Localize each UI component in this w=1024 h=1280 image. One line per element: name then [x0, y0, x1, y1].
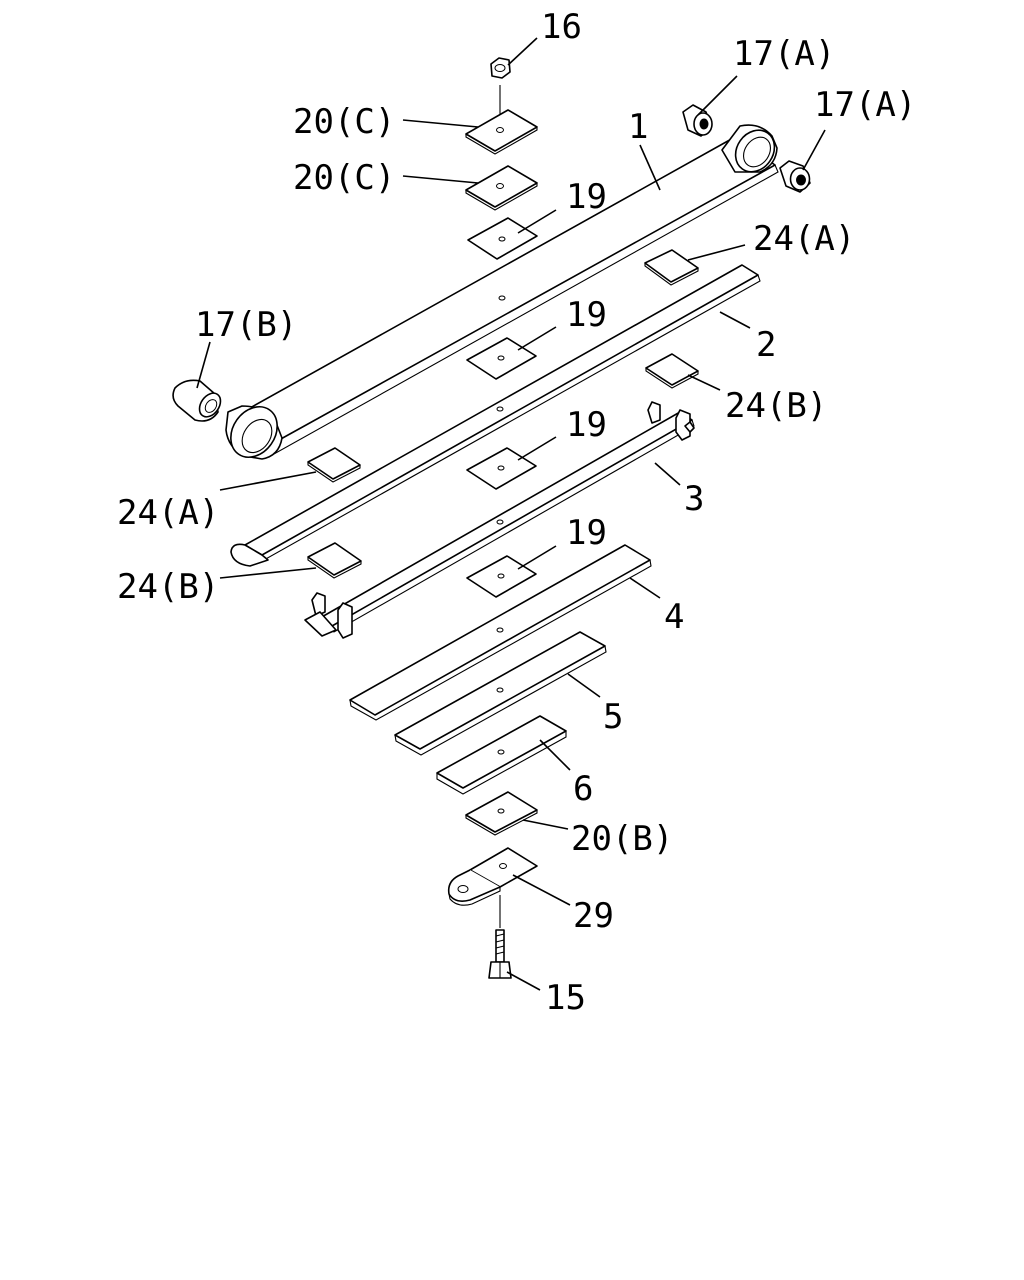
part-4-leaf[interactable]	[349, 544, 652, 721]
part-20c-plate-upper[interactable]	[465, 109, 538, 155]
part-6-leaf[interactable]	[436, 715, 567, 795]
callout-15: 15	[545, 978, 586, 1018]
callout-17b: 17(B)	[195, 305, 297, 345]
part-24a-pad-lower[interactable]	[307, 447, 361, 483]
part-19-pad-4[interactable]	[466, 555, 537, 598]
part-17b-bushing[interactable]	[172, 379, 225, 422]
part-1-main-leaf[interactable]	[221, 123, 782, 467]
callout-20b: 20(B)	[571, 819, 673, 859]
callout-19-4: 19	[566, 513, 607, 553]
callout-24a-2: 24(A)	[117, 493, 219, 533]
part-2-second-leaf[interactable]	[230, 264, 761, 567]
part-24b-pad-upper[interactable]	[645, 353, 699, 389]
callout-17a-1: 17(A)	[733, 34, 835, 74]
part-15-bolt[interactable]	[488, 929, 512, 979]
callout-2: 2	[756, 325, 776, 365]
callout-19-3: 19	[566, 405, 607, 445]
part-24a-pad-upper[interactable]	[644, 249, 699, 286]
part-29-bracket[interactable]	[447, 847, 538, 906]
callout-17a-2: 17(A)	[814, 85, 916, 125]
leader-lines	[196, 37, 826, 991]
callout-24b-1: 24(B)	[725, 386, 827, 426]
part-19-pad-2[interactable]	[466, 337, 537, 380]
part-19-pad-1[interactable]	[467, 217, 538, 260]
callout-24b-2: 24(B)	[117, 567, 219, 607]
part-5-leaf[interactable]	[394, 631, 607, 756]
callout-20c-2: 20(C)	[293, 158, 395, 198]
part-24b-pad-lower[interactable]	[307, 542, 362, 579]
callout-4: 4	[664, 597, 684, 637]
callout-19-1: 19	[566, 177, 607, 217]
callout-29: 29	[573, 896, 614, 936]
callout-1: 1	[628, 107, 648, 147]
part-17a-bushing-upper[interactable]	[682, 104, 713, 137]
callout-19-2: 19	[566, 295, 607, 335]
callout-5: 5	[603, 697, 623, 737]
part-3-third-leaf[interactable]	[304, 401, 695, 639]
callout-24a-1: 24(A)	[753, 219, 855, 259]
callout-16: 16	[541, 7, 582, 47]
part-20c-plate-lower[interactable]	[465, 165, 538, 211]
callout-6: 6	[573, 769, 593, 809]
callout-20c-1: 20(C)	[293, 102, 395, 142]
part-20b-plate[interactable]	[465, 791, 538, 836]
part-17a-bushing-lower[interactable]	[779, 160, 811, 193]
callout-3: 3	[684, 479, 704, 519]
part-19-pad-3[interactable]	[466, 447, 537, 490]
part-16-nut[interactable]	[490, 57, 511, 79]
